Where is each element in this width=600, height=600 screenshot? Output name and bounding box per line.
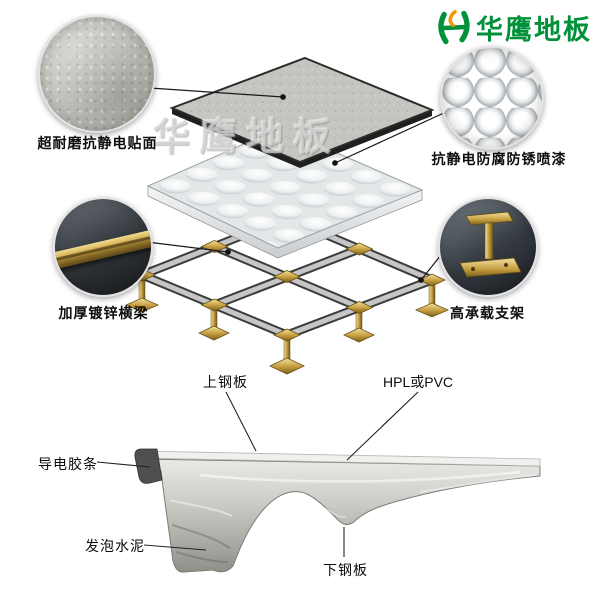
brand-logo: 华鹰地板	[436, 8, 592, 47]
pedestals	[125, 274, 449, 375]
callout-label-galvanized-beam: 加厚镀锌横梁	[58, 305, 149, 321]
brand-logo-icon	[438, 9, 470, 44]
photo-galvanized-beam	[53, 197, 153, 297]
brand-logo-text: 华鹰地板	[476, 15, 592, 45]
photo-load-pedestal	[438, 197, 538, 297]
label-bottom-steel-plate: 下钢板	[323, 562, 368, 578]
callout-label-load-pedestal: 高承载支架	[450, 305, 525, 321]
label-foam-cement: 发泡水泥	[85, 538, 145, 554]
callout-label-antirust-paint: 抗静电防腐防锈喷漆	[431, 151, 567, 167]
support-frame-layer	[125, 211, 449, 375]
label-conductive-strip: 导电胶条	[38, 456, 98, 472]
cross-section-body	[138, 458, 541, 573]
dome-panel-layer	[146, 127, 424, 259]
label-hpl-or-pvc: HPL或PVC	[383, 374, 454, 390]
photo-wear-resistant-surface	[38, 15, 156, 133]
beam-bar-graphic	[55, 227, 151, 272]
callout-connectors	[146, 87, 447, 283]
floor-tile-layer	[169, 56, 435, 168]
section-label-lines	[96, 391, 419, 557]
callout-label-wear-resistant-surface: 超耐磨抗静电贴面	[37, 135, 158, 151]
photo-antirust-paint-domes	[440, 46, 544, 150]
conductive-strip-cap	[134, 448, 163, 484]
label-top-steel-plate: 上钢板	[203, 374, 248, 390]
cross-section	[96, 391, 541, 573]
pedestal-graphic	[459, 211, 522, 278]
